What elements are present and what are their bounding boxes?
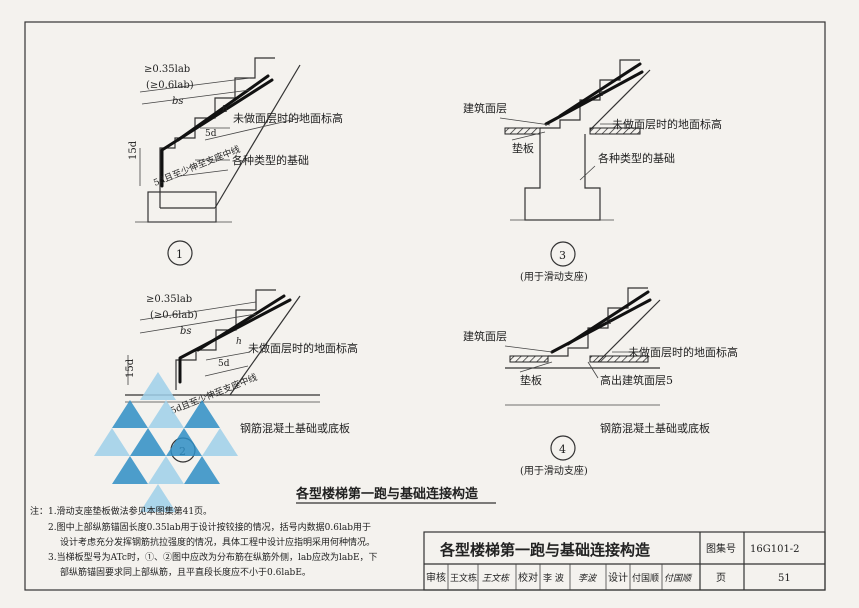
base-label: 钢筋混凝土基础或底板 [240, 421, 350, 435]
base-label: 钢筋混凝土基础或底板 [600, 421, 710, 435]
note-line: 注：1.滑动支座垫板做法参见本图集第41页。 [30, 505, 212, 517]
detail-number: 4 [559, 443, 566, 456]
title-block: 各型楼梯第一跑与基础连接构造 图集号 16G101-2 审核 王文栋 王文栋 校… [423, 531, 826, 591]
floor-label: 未做面层时的地面标高 [612, 117, 722, 131]
detail-number: 3 [559, 249, 566, 262]
dim-h: h [236, 337, 242, 347]
design-signature: 付国顺 [664, 573, 693, 584]
design-label: 设计 [608, 571, 628, 584]
raise-label: 高出建筑面层5 [600, 373, 673, 387]
watermark-logo [94, 372, 238, 512]
designer-name: 付国顺 [632, 573, 659, 584]
pad-label: 垫板 [512, 141, 534, 155]
rebar-bottom [178, 298, 292, 384]
caption: 各型楼梯第一跑与基础连接构造 [295, 486, 479, 502]
base-label: 各种类型的基础 [598, 151, 675, 165]
detail-number-circle [550, 435, 576, 461]
foundation [147, 191, 217, 223]
note-line: 3.当梯板型号为ATc时，①、②图中应改为分布筋在纵筋外侧，lab应改为labE… [48, 551, 378, 563]
detail-number-circle [550, 241, 576, 267]
rebar-bottom [160, 78, 274, 188]
note-line: 2.图中上部纵筋锚固长度0.35lab用于设计按铰接的情况，括号内数据0.6la… [48, 521, 371, 533]
notes: 注：1.滑动支座垫板做法参见本图集第41页。 2.图中上部纵筋锚固长度0.35l… [30, 505, 378, 578]
atlas-label: 图集号 [706, 542, 736, 555]
dim-bs: bs [172, 96, 184, 107]
dim-15d: 15d [128, 140, 139, 160]
detail-number: 1 [176, 248, 183, 261]
stair-profile [175, 289, 276, 390]
detail-number-circle [167, 240, 193, 266]
note-line: 部纵筋锚固要求同上部纵筋，且平直段长度应不小于0.6labE。 [60, 566, 311, 578]
checker-name: 李 波 [543, 572, 564, 584]
surface-layer-right [589, 355, 649, 363]
review-signature: 王文栋 [482, 573, 511, 584]
dim-15d: 15d [125, 358, 136, 378]
surface-layer-left [509, 355, 549, 363]
surface-label: 建筑面层 [463, 101, 507, 115]
dim-a: ≥0.35lab [146, 294, 192, 305]
base-label: 各种类型的基础 [232, 153, 309, 167]
surface-layer-right [589, 127, 641, 135]
rebar-top [558, 62, 642, 118]
review-label: 审核 [426, 571, 446, 584]
pad-label: 垫板 [520, 373, 542, 387]
page-number: 51 [778, 573, 791, 584]
dim-a: ≥0.35lab [144, 64, 190, 75]
center-note: 5d且至少伸至支座中线 [169, 371, 259, 417]
surface-layer-left [504, 127, 541, 135]
note-line: 设计考虑充分发挥钢筋抗拉强度的情况，具体工程中设计应指明采用何种情况。 [60, 536, 375, 548]
dim-b: (≥0.6lab) [146, 80, 194, 91]
foundation [524, 134, 601, 221]
surface-label: 建筑面层 [463, 329, 507, 343]
dim-h: h [598, 89, 604, 99]
slab-bottom [589, 69, 651, 131]
floor-label: 未做面层时的地面标高 [248, 341, 358, 355]
reviewer-name: 王文栋 [450, 572, 477, 584]
slab-bottom [214, 64, 301, 209]
detail-4: 建筑面层 垫板 h 未做面层时的地面标高 高出建筑面层5 钢筋混凝土基础或底板 … [463, 287, 738, 477]
rebar-top [196, 294, 286, 352]
title-block-title: 各型楼梯第一跑与基础连接构造 [439, 541, 650, 559]
rebar-top [176, 74, 270, 142]
dim-5d: 5d [218, 359, 230, 369]
slab-bottom [597, 299, 661, 363]
slab-bottom [229, 295, 301, 396]
check-label: 校对 [518, 571, 538, 584]
usage-note: (用于滑动支座) [520, 270, 588, 283]
detail-3: 建筑面层 垫板 h 未做面层时的地面标高 各种类型的基础 3 (用于滑动支座) [463, 59, 722, 283]
usage-note: (用于滑动支座) [520, 464, 588, 477]
dim-h: h [222, 105, 228, 115]
rebar-top [566, 290, 650, 346]
dim-b: (≥0.6lab) [150, 310, 198, 321]
check-signature: 李波 [578, 573, 598, 584]
floor-label: 未做面层时的地面标高 [233, 111, 343, 125]
center-note: 5d且至少伸至支座中线 [152, 143, 242, 189]
detail-1: ≥0.35lab (≥0.6lab) bs h 5d 15d 5d且至少伸至支座… [128, 57, 343, 266]
dim-bs: bs [180, 326, 192, 337]
page-label: 页 [716, 572, 726, 584]
dim-5d: 5d [205, 129, 217, 139]
dim-h: h [606, 317, 612, 327]
floor-label: 未做面层时的地面标高 [628, 345, 738, 359]
atlas-number: 16G101-2 [750, 544, 800, 555]
